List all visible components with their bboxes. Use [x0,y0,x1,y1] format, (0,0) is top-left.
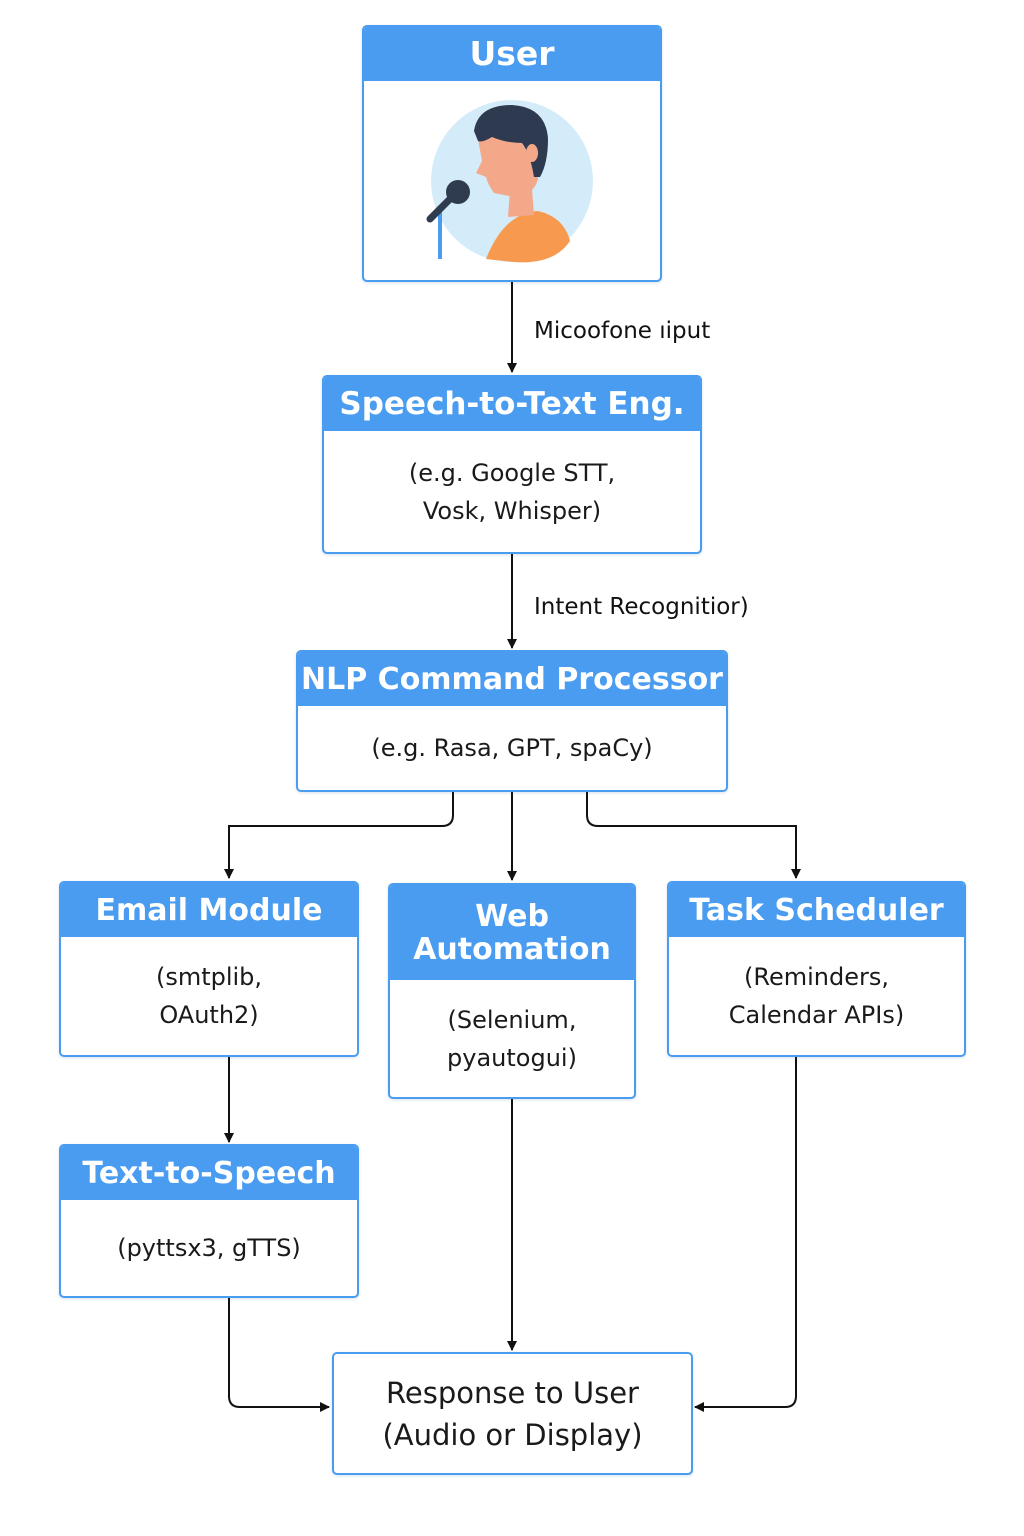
stt-node: Speech-to-Text Eng. (e.g. Google STT, Vo… [322,375,702,554]
user-node-header: User [364,27,660,81]
task-scheduler-node-body: (Reminders, Calendar APIs) [669,937,964,1055]
response-node-body: Response to User (Audio or Display) [334,1354,691,1473]
nlp-node-detail-line1: (e.g. Rasa, GPT, spaCy) [371,734,653,762]
person-speaking-icon [364,81,660,280]
nlp-node-body: (e.g. Rasa, GPT, spaCy) [298,706,726,790]
edge-label-microphone-input: Micoofone ıiput [534,318,711,344]
tts-node-detail-line1: (pyttsx3, gTTS) [117,1234,301,1262]
nlp-node-header: NLP Command Processor [298,652,726,706]
tts-node: Text-to-Speech (pyttsx3, gTTS) [59,1144,359,1298]
nlp-node-title: NLP Command Processor [301,661,723,697]
web-automation-detail-line1: (Selenium, [447,1005,577,1034]
task-scheduler-detail-line2: Calendar APIs) [728,1001,905,1029]
arrow-nlp-to-email [224,792,454,879]
email-node: Email Module (smtplib, OAuth2) [59,881,359,1057]
web-automation-detail-line2: pyautogui) [447,1043,577,1072]
web-automation-title-line2: Automation [413,931,611,967]
stt-node-title: Speech-to-Text Eng. [339,385,685,422]
web-automation-node: Web Automation (Selenium, pyautogui) [388,883,636,1099]
arrow-tts-to-response [228,1298,330,1412]
stt-node-detail-line2: Vosk, Whisper) [422,496,602,525]
tts-node-body: (pyttsx3, gTTS) [61,1200,357,1296]
tts-node-title: Text-to-Speech [82,1155,336,1191]
arrow-task-to-response [694,1057,797,1412]
arrow-nlp-to-task [586,792,801,879]
task-scheduler-node-header: Task Scheduler [669,883,964,937]
edge-label-intent-recognition: Intent Recognitior) [534,594,749,620]
web-automation-node-body: (Selenium, pyautogui) [390,980,634,1097]
web-automation-title-line1: Web [475,898,549,934]
response-node: Response to User (Audio or Display) [332,1352,693,1475]
user-node: User [362,25,662,282]
task-scheduler-node: Task Scheduler (Reminders, Calendar APIs… [667,881,966,1057]
email-node-header: Email Module [61,883,357,937]
response-node-line2: (Audio or Display) [382,1417,643,1452]
email-node-detail-line2: OAuth2) [159,1001,259,1029]
user-node-title: User [469,33,555,73]
tts-node-header: Text-to-Speech [61,1146,357,1200]
task-scheduler-title: Task Scheduler [689,892,944,928]
response-node-line1: Response to User [386,1375,639,1410]
web-automation-node-header: Web Automation [390,885,634,980]
task-scheduler-detail-line1: (Reminders, [744,963,889,991]
email-node-detail-line1: (smtplib, [155,963,263,991]
email-node-body: (smtplib, OAuth2) [61,937,357,1055]
nlp-node: NLP Command Processor (e.g. Rasa, GPT, s… [296,650,728,792]
stt-node-header: Speech-to-Text Eng. [324,377,700,431]
stt-node-detail-line1: (e.g. Google STT, [408,458,616,487]
stt-node-body: (e.g. Google STT, Vosk, Whisper) [324,431,700,552]
email-node-title: Email Module [95,892,323,928]
